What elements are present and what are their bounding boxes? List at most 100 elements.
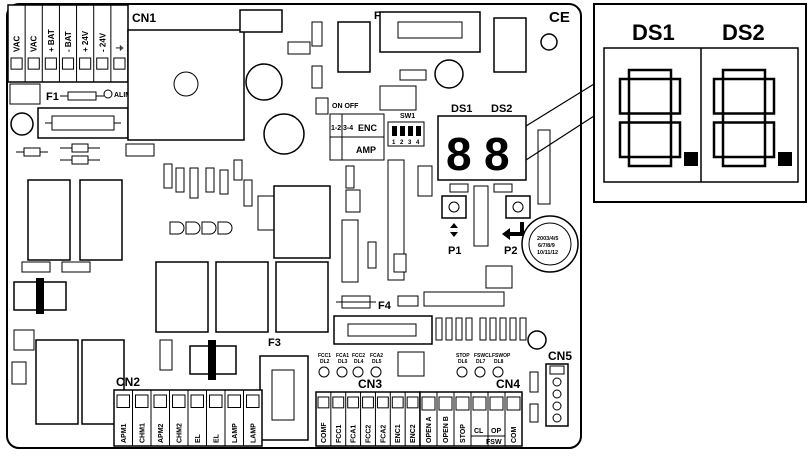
connector-cn5: CN5 bbox=[527, 330, 572, 427]
resistor-array bbox=[163, 159, 253, 207]
led-fcc1 bbox=[318, 366, 330, 378]
led-fca1-label: FCA1 bbox=[336, 353, 349, 359]
ratio-a-label: 1-2 bbox=[331, 125, 341, 132]
svg-text:2: 2 bbox=[400, 140, 404, 146]
led-fca2 bbox=[370, 366, 382, 378]
board-display: DS1 DS2 8 8 bbox=[437, 103, 527, 193]
cn2-pin-label: CHM1 bbox=[139, 423, 146, 443]
board-digit1: 8 bbox=[446, 128, 472, 180]
button-p2: P2 bbox=[502, 195, 531, 257]
cn1-pin-label: + 24V bbox=[81, 30, 90, 52]
svg-text:10/11/12: 10/11/12 bbox=[537, 250, 558, 256]
fuse-f3: F3 bbox=[259, 337, 309, 441]
cn1-pin-label: + BAT bbox=[47, 29, 56, 52]
cn3-pin-label: FCA1 bbox=[351, 425, 358, 443]
led-fswcl-id: DL7 bbox=[476, 359, 486, 365]
dip-switch-sw1: ON OFF 1-2 3-4 ENC AMP SW1 1 2 3 4 bbox=[329, 103, 425, 161]
display-callout: DS1 DS2 bbox=[525, 3, 807, 203]
selector-dial: 2003/4/5 6/7/8/9 10/11/12 bbox=[521, 215, 579, 273]
transistor-row bbox=[169, 221, 233, 235]
on-off-label: ON OFF bbox=[332, 103, 359, 110]
led-fcc2 bbox=[352, 366, 364, 378]
led-fswcl bbox=[474, 366, 486, 378]
connector-cn3: CN3 COMF FCC1 FCA1 FCC2 FCA2 ENC1 ENC2 bbox=[315, 377, 421, 447]
led-stop bbox=[456, 366, 468, 378]
led-stop-id: DL6 bbox=[458, 359, 468, 365]
cn3-pin-label: FCC2 bbox=[366, 425, 373, 443]
large-digit-ds2 bbox=[712, 68, 792, 168]
cn1-pin-label: ⏚ bbox=[115, 44, 124, 52]
board-digit2: 8 bbox=[484, 128, 510, 180]
f4-label: F4 bbox=[378, 300, 392, 312]
led-fcc2-id: DL4 bbox=[354, 359, 364, 365]
sw1-label: SW1 bbox=[400, 113, 415, 120]
transformer bbox=[125, 29, 245, 157]
fuse-f4: F4 bbox=[333, 265, 513, 345]
fuse-f1: F1 ALIM bbox=[9, 83, 154, 139]
cn3-pin-label: FCC1 bbox=[336, 425, 343, 443]
cn4-label: CN4 bbox=[496, 377, 520, 391]
cn4-pin-label: STOP bbox=[460, 424, 467, 443]
cn3-pin-label: COMF bbox=[321, 422, 328, 443]
cn2-pin-label: EL bbox=[213, 433, 220, 443]
cn4-pin-label: OP bbox=[491, 428, 501, 435]
cn1-pin-label: - BAT bbox=[64, 31, 73, 52]
ce-mark: CE bbox=[549, 9, 570, 26]
cn3-pin-label: FCA2 bbox=[380, 425, 387, 443]
cn3-pin-label: ENC2 bbox=[410, 424, 417, 443]
alim-led bbox=[103, 89, 113, 99]
connector-cn1: VAC VAC + BAT - BAT + 24V - 24V ⏚ CN1 bbox=[7, 4, 156, 83]
cn4-pin-label: OPEN A bbox=[426, 416, 433, 443]
fsw-label: FSW bbox=[486, 439, 502, 446]
cn1-label: CN1 bbox=[132, 11, 156, 25]
svg-text:3: 3 bbox=[408, 140, 412, 146]
led-fswcl-label: FSWCL bbox=[474, 353, 492, 359]
p1-label: P1 bbox=[448, 245, 461, 257]
p2-label: P2 bbox=[504, 245, 517, 257]
svg-text:1: 1 bbox=[392, 140, 396, 146]
f3-label: F3 bbox=[268, 337, 281, 349]
led-fswop-id: DL8 bbox=[494, 359, 504, 365]
led-fswop-label: FSWOP bbox=[492, 353, 511, 359]
cn4-pin-label: OPEN B bbox=[443, 416, 450, 443]
board-ds2-label: DS2 bbox=[491, 103, 512, 115]
led-fca2-label: FCA2 bbox=[370, 353, 383, 359]
led-fcc1-label: FCC1 bbox=[318, 353, 331, 359]
cn2-pin-label: LAMP bbox=[232, 423, 239, 443]
led-fca1-id: DL3 bbox=[338, 359, 348, 365]
cn2-label: CN2 bbox=[116, 375, 140, 389]
enc-label: ENC bbox=[358, 123, 378, 133]
cn2-pin-label: APM2 bbox=[158, 423, 165, 443]
cn3-pin-label: ENC1 bbox=[395, 424, 402, 443]
button-p1: P1 bbox=[441, 195, 467, 257]
led-fca2-id: DL5 bbox=[372, 359, 382, 365]
ds1-label: DS1 bbox=[632, 20, 675, 45]
ds2-label: DS2 bbox=[722, 20, 765, 45]
led-fswop bbox=[492, 366, 504, 378]
led-fcc1-id: DL2 bbox=[320, 359, 330, 365]
fuse-f2: F2 bbox=[337, 10, 527, 111]
connector-cn4: CN4 OPEN A OPEN B STOP CL OP COM FSW bbox=[419, 377, 523, 447]
led-fca1 bbox=[336, 366, 348, 378]
cn3-label: CN3 bbox=[358, 377, 382, 391]
svg-text:2003/4/5: 2003/4/5 bbox=[537, 236, 558, 242]
amp-label: AMP bbox=[356, 145, 376, 155]
led-stop-label: STOP bbox=[456, 353, 470, 359]
led-fcc2-label: FCC2 bbox=[352, 353, 365, 359]
cn2-pin-label: EL bbox=[195, 433, 202, 443]
cn5-label: CN5 bbox=[548, 349, 572, 363]
alim-label: ALIM bbox=[114, 92, 131, 99]
cn4-pin-label: COM bbox=[511, 427, 518, 444]
f1-label: F1 bbox=[46, 91, 59, 103]
resistor-bank bbox=[435, 317, 527, 341]
cn1-pin-label: VAC bbox=[13, 35, 22, 52]
cn2-pin-label: CHM2 bbox=[176, 423, 183, 443]
board-ds1-label: DS1 bbox=[451, 103, 472, 115]
cn4-pin-label: CL bbox=[474, 428, 484, 435]
up-down-arrow-icon bbox=[450, 223, 458, 237]
cn1-pin-label: - 24V bbox=[98, 32, 107, 52]
svg-text:6/7/8/9: 6/7/8/9 bbox=[538, 243, 555, 249]
cn1-pin-label: VAC bbox=[30, 35, 39, 52]
